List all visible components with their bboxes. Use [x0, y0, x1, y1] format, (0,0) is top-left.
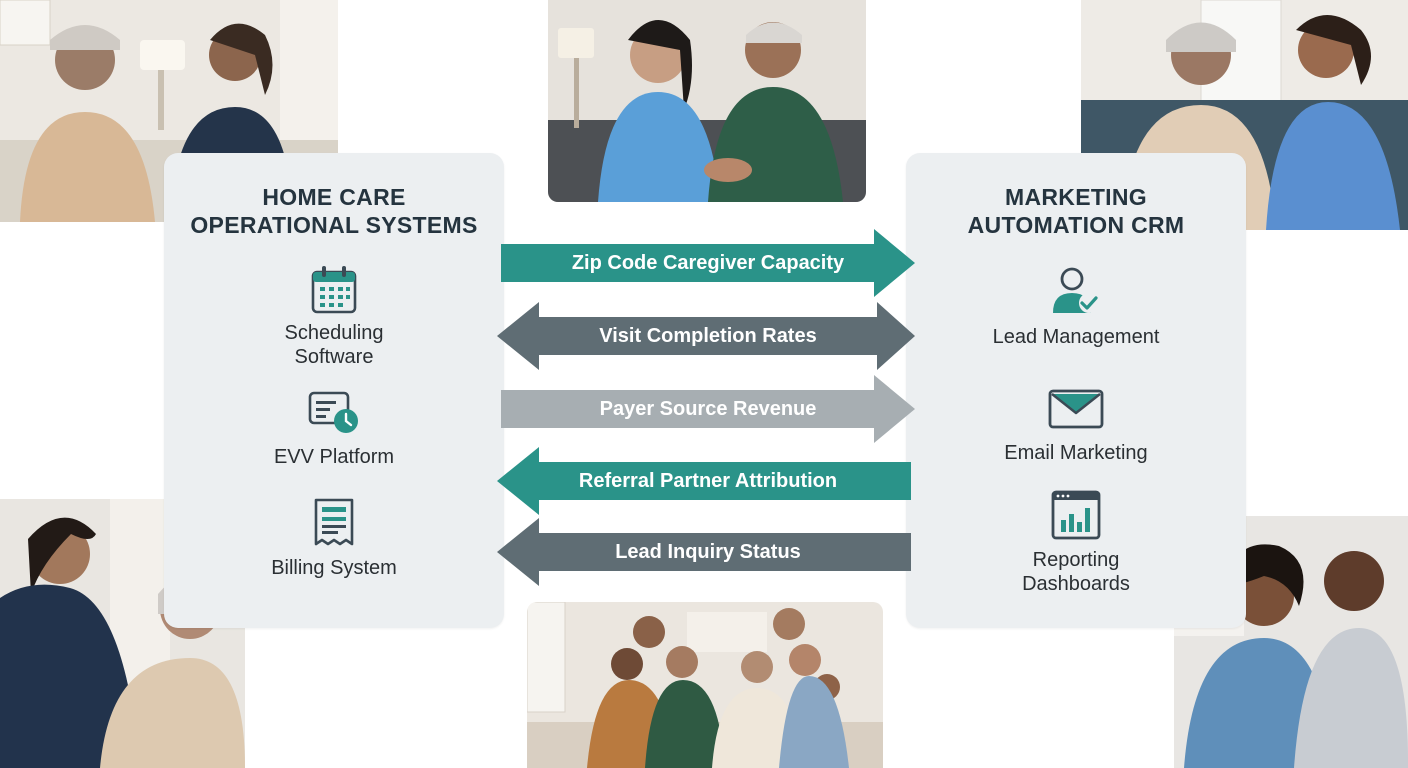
flow-arrow-payer-source-revenue [501, 375, 915, 443]
flow-arrow-zip-code-caregiver-capacity [501, 229, 915, 297]
calendar-icon [311, 266, 357, 314]
scheduling-software-label: Scheduling Software [284, 322, 384, 368]
envelope-icon [1048, 389, 1104, 429]
data-flow-arrows: Zip Code Caregiver Capacity Visit Comple… [496, 226, 920, 588]
home-care-systems-panel: HOME CARE OPERATIONAL SYSTEMS Scheduling… [164, 153, 504, 628]
dashboard-chart-icon [1051, 490, 1101, 540]
home-care-title-line1: HOME CARE [262, 184, 406, 210]
billing-system-label: Billing System [271, 557, 397, 579]
flow-label-referral-partner-attribution: Referral Partner Attribution [578, 470, 838, 492]
flow-label-lead-inquiry-status: Lead Inquiry Status [615, 541, 801, 563]
flow-label-zip-code-caregiver-capacity: Zip Code Caregiver Capacity [571, 252, 845, 274]
home-care-title-line2: OPERATIONAL SYSTEMS [190, 212, 478, 238]
marketing-title-line1: MARKETING [1005, 184, 1147, 210]
email-marketing-item: Email Marketing [906, 389, 1246, 465]
email-marketing-label: Email Marketing [1004, 442, 1148, 464]
marketing-crm-panel: MARKETING AUTOMATION CRM Lead Management… [906, 153, 1246, 628]
flow-arrow-lead-inquiry-status [497, 518, 911, 586]
flow-label-visit-completion-rates: Visit Completion Rates [599, 325, 817, 347]
home-care-panel-title: HOME CARE OPERATIONAL SYSTEMS [164, 183, 504, 239]
billing-system-item: Billing System [164, 498, 504, 580]
reporting-dashboards-item: Reporting Dashboards [906, 490, 1246, 596]
evv-platform-item: EVV Platform [164, 391, 504, 469]
flow-label-payer-source-revenue: Payer Source Revenue [599, 398, 817, 420]
user-check-icon [1053, 267, 1099, 313]
reporting-dashboards-label: Reporting Dashboards [1022, 549, 1130, 595]
scheduling-software-item: Scheduling Software [164, 265, 504, 369]
lead-management-item: Lead Management [906, 267, 1246, 349]
marketing-title-line2: AUTOMATION CRM [967, 212, 1185, 238]
photo-bottom-right [1174, 516, 1408, 768]
lead-management-label: Lead Management [992, 326, 1160, 348]
marketing-crm-panel-title: MARKETING AUTOMATION CRM [906, 183, 1246, 239]
flow-arrow-referral-partner-attribution [497, 447, 911, 515]
evv-platform-label: EVV Platform [273, 446, 395, 468]
evv-clock-icon [308, 391, 358, 433]
photo-bottom-center [527, 602, 883, 768]
photo-top-center [548, 0, 866, 202]
flow-arrow-visit-completion-rates [497, 302, 915, 370]
invoice-icon [314, 498, 354, 546]
